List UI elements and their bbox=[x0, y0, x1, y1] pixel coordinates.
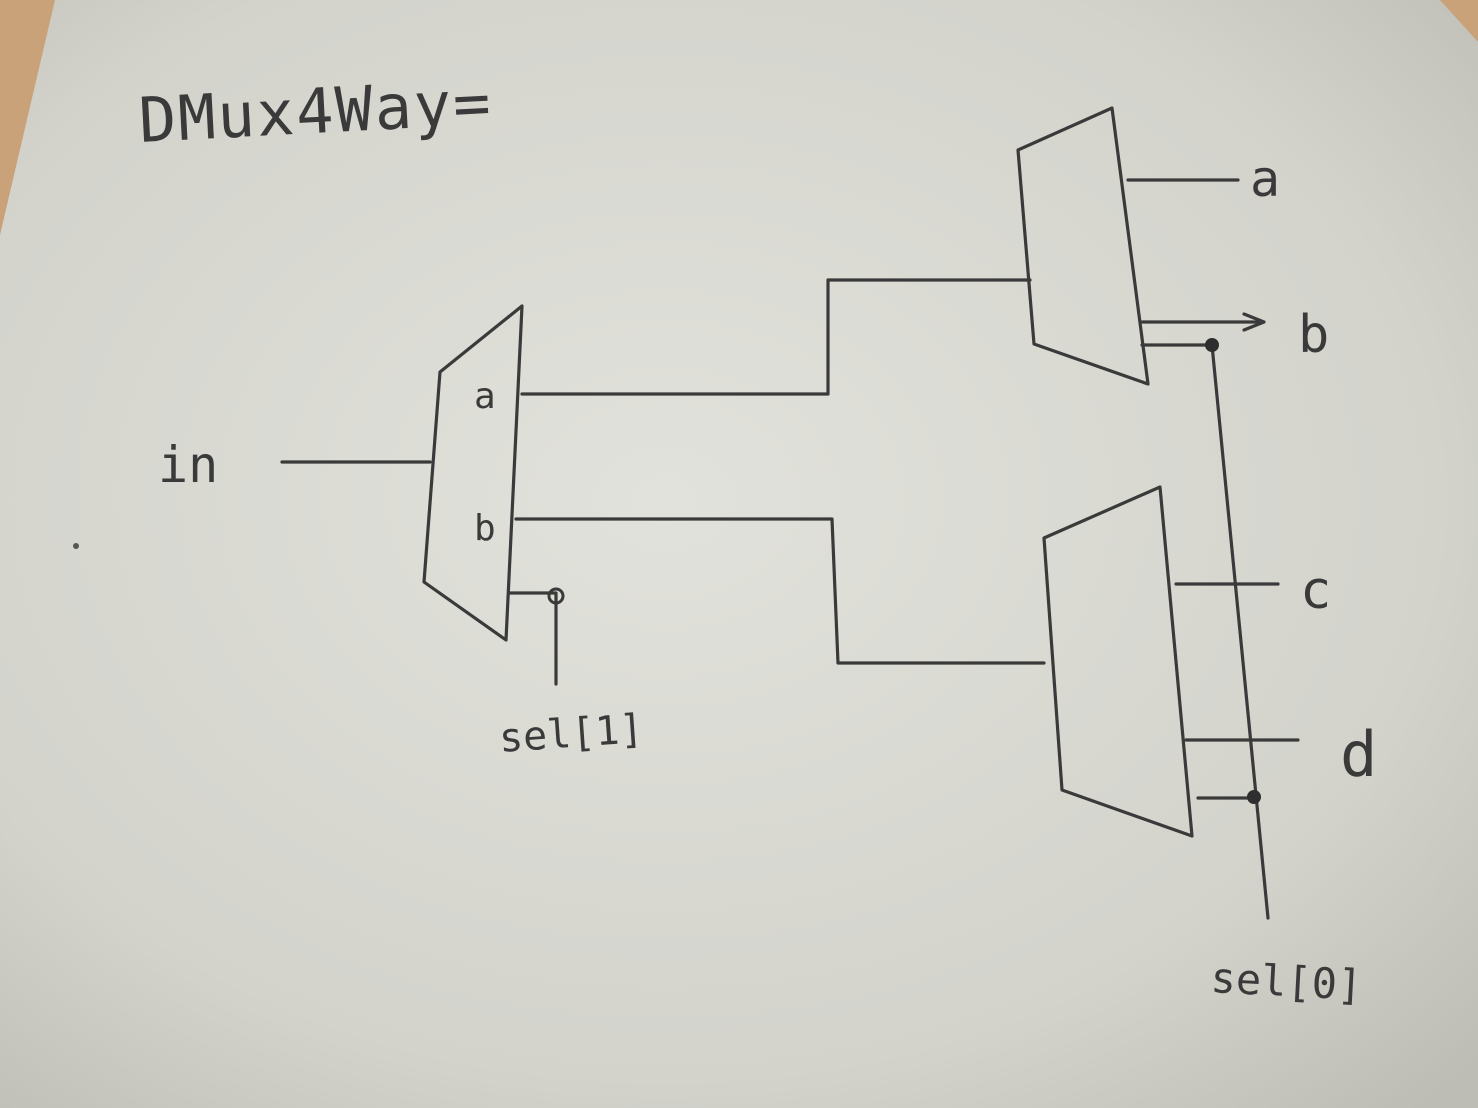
demux-sel1-port-b: b bbox=[474, 508, 496, 549]
sel1-wire bbox=[508, 591, 558, 686]
wire-a-to-top-demux bbox=[520, 278, 1032, 396]
demux-top bbox=[1016, 106, 1150, 386]
sel0-wire bbox=[1210, 343, 1270, 920]
output-label-a: a bbox=[1250, 150, 1280, 208]
sel0-junction-bottom bbox=[1247, 790, 1261, 804]
output-label-c: c bbox=[1300, 561, 1331, 621]
sel1-label: sel[1] bbox=[497, 706, 644, 762]
input-label-in: in bbox=[158, 436, 218, 494]
paper-fold bbox=[1440, 0, 1478, 42]
output-arrow-b bbox=[1242, 312, 1266, 332]
output-label-d: d bbox=[1340, 718, 1377, 791]
demux-sel1 bbox=[422, 304, 524, 642]
output-label-b: b bbox=[1298, 305, 1329, 365]
sel1-junction bbox=[547, 587, 565, 605]
demux-bottom bbox=[1042, 485, 1194, 838]
demux-sel1-port-a: a bbox=[474, 376, 496, 417]
pencil-mark bbox=[73, 543, 79, 549]
sel0-junction-top bbox=[1205, 338, 1219, 352]
sel0-label: sel[0] bbox=[1209, 953, 1363, 1010]
wire-b-to-bottom-demux bbox=[514, 517, 1046, 665]
